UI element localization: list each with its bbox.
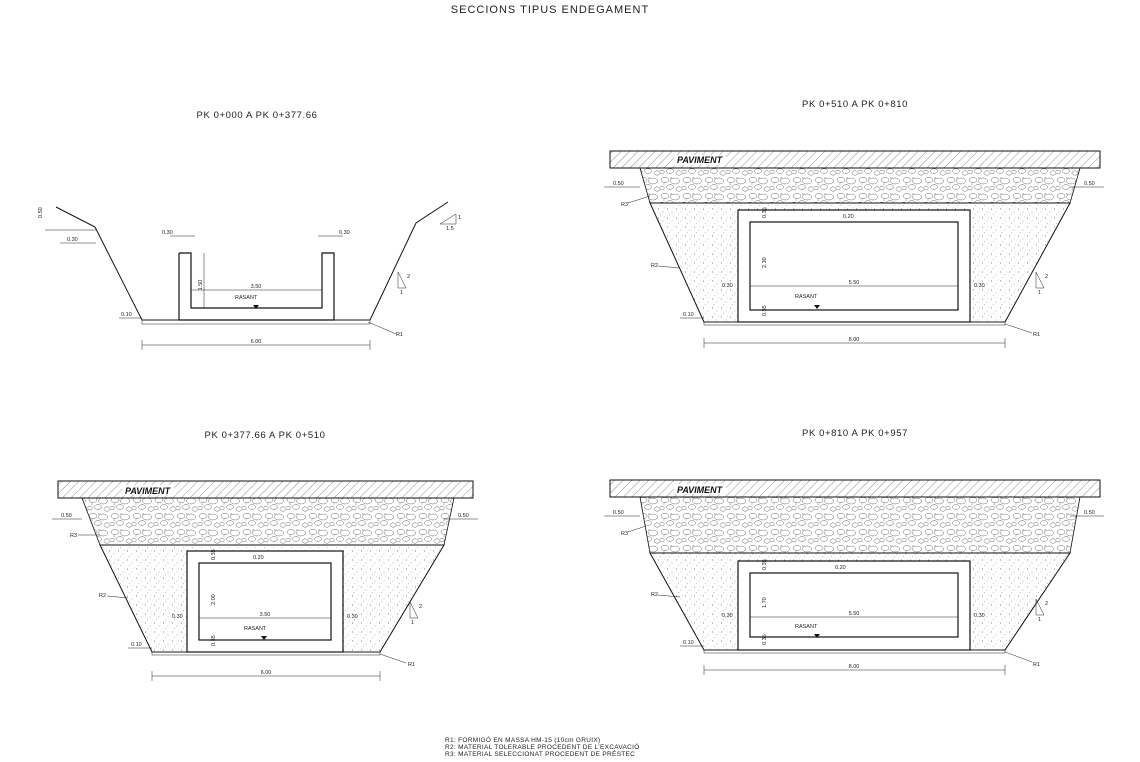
section-2-slope-b: 1 — [1038, 290, 1041, 296]
section-4-r3: R3 — [621, 531, 628, 537]
section-2-bottom-width: 8.00 — [849, 337, 860, 343]
section-4-roof-t: 0.35 — [762, 559, 768, 570]
section-2-paviment-label: PAVIMENT — [677, 155, 724, 165]
section-1-base: 0.10 — [121, 312, 132, 318]
section-4-height: 1.70 — [762, 597, 768, 608]
sheet-title: SECCIONS TIPUS ENDEGAMENT — [451, 4, 649, 16]
section-2-left-top: 0.50 — [613, 181, 624, 187]
section-1-left-step: 0.30 — [67, 237, 78, 243]
section-4-right-top: 0.50 — [1084, 510, 1095, 516]
section-3-r3: R3 — [70, 533, 77, 539]
section-3-right-top: 0.50 — [458, 513, 469, 519]
section-4-r3-fill — [639, 496, 1081, 554]
section-2-base: 0.10 — [683, 312, 694, 318]
section-4-roof: 0.20 — [835, 565, 846, 571]
section-2-height: 2.30 — [762, 257, 768, 268]
section-4-inner-width: 5.50 — [849, 611, 860, 617]
section-3-box-inner — [198, 562, 332, 641]
section-2-roof: 0.20 — [843, 214, 854, 220]
section-4-r1: R1 — [1033, 662, 1040, 668]
section-1-inner-width: 3.50 — [251, 284, 262, 290]
section-4-label: PK 0+810 A PK 0+957 — [802, 428, 908, 439]
section-3-r1: R1 — [408, 662, 415, 668]
section-3-left-top: 0.50 — [61, 513, 72, 519]
section-3-label: PK 0+377.66 A PK 0+510 — [205, 430, 326, 441]
section-4-rasant: RASANT — [795, 624, 818, 630]
section-2: PK 0+510 A PK 0+810 PAVIMENT 5.50 0.20 0… — [604, 99, 1104, 348]
section-4-r2: R2 — [651, 592, 658, 598]
section-1-slope-num: 1 — [458, 215, 461, 221]
section-4-slope-a: 2 — [1045, 601, 1048, 607]
section-3-floor-t: 0.35 — [211, 635, 217, 646]
section-1-right-slope: 2 — [407, 274, 410, 280]
section-4-floor-t: 0.35 — [762, 634, 768, 645]
section-2-floor-t: 0.35 — [762, 305, 768, 316]
section-1-r1: R1 — [396, 332, 403, 338]
section-2-label: PK 0+510 A PK 0+810 — [802, 99, 908, 110]
section-2-roof-t: 0.35 — [762, 207, 768, 218]
section-3-wall-right: 0.30 — [347, 614, 358, 620]
legend-r1: R1: FORMIGÓ EN MASSA HM-15 (10cm GRUIX) — [445, 735, 600, 744]
section-3-base: 0.10 — [131, 642, 142, 648]
section-3-inner-width: 3.50 — [260, 612, 271, 618]
section-1-wall-right: 0.30 — [339, 230, 350, 236]
section-2-wall-left: 0.30 — [722, 283, 733, 289]
section-4-wall-right: 0.30 — [974, 613, 985, 619]
section-1-rasant: RASANT — [235, 295, 258, 301]
section-2-r3-fill — [639, 167, 1081, 204]
section-3-roof: 0.20 — [253, 555, 264, 561]
section-2-inner-width: 5.50 — [849, 280, 860, 286]
section-3: PK 0+377.66 A PK 0+510 PAVIMENT 3.50 0.2… — [52, 430, 478, 681]
section-2-r1: R1 — [1033, 332, 1040, 338]
section-1-height: 1.50 — [198, 280, 204, 291]
section-3-r3-fill — [81, 497, 455, 546]
section-1-label: PK 0+000 A PK 0+377.66 — [197, 110, 318, 121]
section-4-base: 0.10 — [683, 640, 694, 646]
section-2-slope-a: 2 — [1045, 274, 1048, 280]
section-2-wall-right: 0.30 — [974, 283, 985, 289]
legend: R1: FORMIGÓ EN MASSA HM-15 (10cm GRUIX) … — [445, 735, 640, 758]
section-4: PK 0+810 A PK 0+957 PAVIMENT 5.50 0.20 0… — [604, 428, 1104, 675]
legend-r2: R2: MATERIAL TOLERABLE PROCEDENT DE L'EX… — [445, 742, 640, 751]
section-2-r3: R3 — [621, 202, 628, 208]
section-3-wall-left: 0.30 — [172, 614, 183, 620]
section-4-box-inner — [749, 572, 959, 638]
section-3-roof-t: 0.35 — [211, 549, 217, 560]
section-3-rasant: RASANT — [244, 626, 267, 632]
section-2-box-inner — [749, 221, 959, 311]
section-1-wall-left: 0.30 — [162, 230, 173, 236]
section-2-rasant: RASANT — [795, 294, 818, 300]
section-3-height: 2.00 — [211, 594, 217, 605]
section-3-bottom-width: 6.00 — [261, 670, 272, 676]
section-4-wall-left: 0.30 — [722, 613, 733, 619]
section-1-terrain — [55, 201, 449, 321]
section-3-slope-b: 1 — [411, 620, 414, 626]
section-3-r2: R2 — [99, 593, 106, 599]
section-3-pavement — [57, 480, 474, 499]
section-1-right-slope-b: 1 — [400, 290, 403, 296]
section-4-paviment-label: PAVIMENT — [677, 485, 724, 495]
section-4-left-top: 0.50 — [613, 510, 624, 516]
section-2-r2: R2 — [651, 263, 658, 269]
section-3-slope-a: 2 — [419, 604, 422, 610]
section-1-bottom-width: 6.00 — [251, 339, 262, 345]
section-4-slope-b: 1 — [1038, 617, 1041, 623]
legend-r3: R3: MATERIAL SELECCIONAT PROCEDENT DE PR… — [445, 749, 635, 758]
section-1: PK 0+000 A PK 0+377.66 3.50 1.50 RASANT … — [38, 110, 461, 350]
section-2-right-top: 0.50 — [1084, 181, 1095, 187]
section-1-top-left: 0.50 — [38, 207, 44, 218]
section-3-paviment-label: PAVIMENT — [125, 486, 172, 496]
section-1-slope-den: 1.5 — [446, 226, 454, 232]
section-4-bottom-width: 8.00 — [849, 664, 860, 670]
section-1-u-channel — [178, 252, 335, 321]
